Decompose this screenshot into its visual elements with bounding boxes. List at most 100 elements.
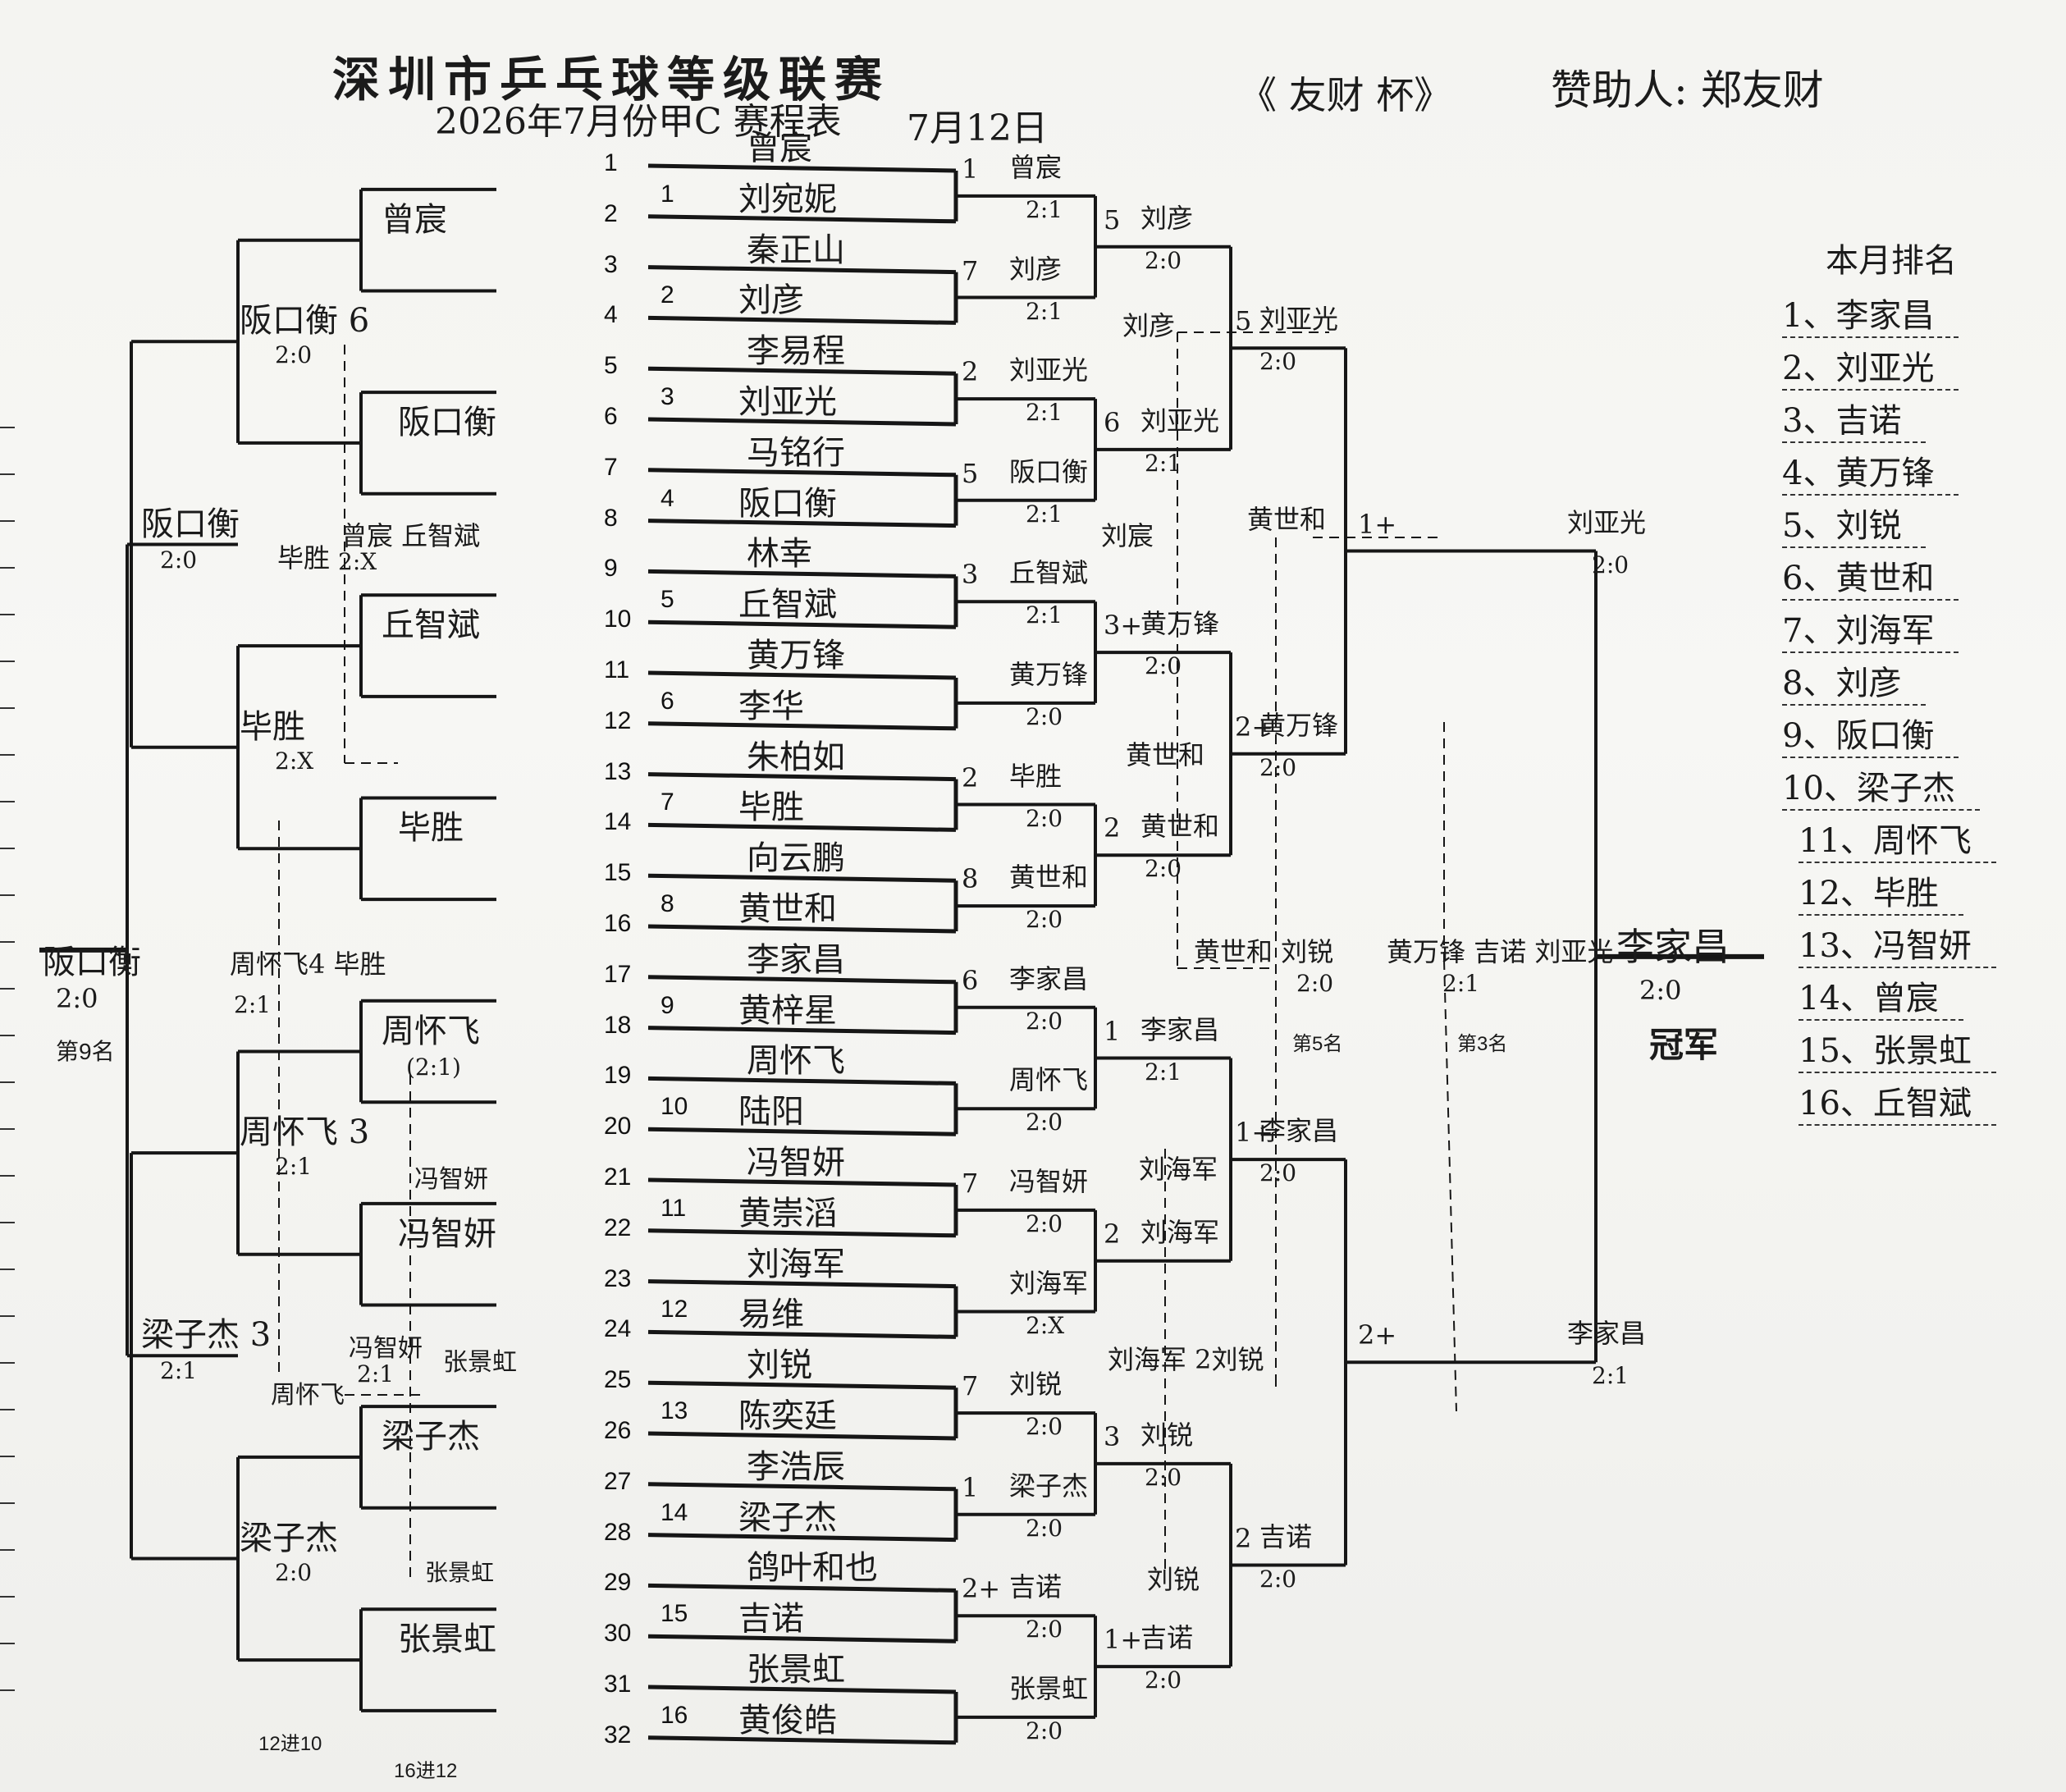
left-r2-winner: 梁子杰 [240,1519,338,1557]
ninth-place-score: 2:0 [56,983,98,1014]
left-r1-winner: 丘智斌 [382,606,480,645]
entrant-name: 刘海军 [747,1245,845,1283]
round-seed: 8 [962,863,979,895]
bracket-line [647,569,957,578]
margin-tick [0,941,15,943]
left-note: 16进12 [394,1760,458,1782]
page-subtitle: 2026年7月份甲C 赛程表 [435,101,842,143]
entrant-name: 易维 [738,1296,804,1334]
ranking-item: 13、冯智妍 [1799,919,1996,968]
champion-label: 冠军 [1649,1026,1719,1064]
left-r1-winner: 曾宸 [382,200,447,239]
left-r1-winner: 阪口衡 [398,403,496,441]
ranking-item: 1、李家昌 [1782,289,1959,338]
entrant-name: 秦正山 [747,231,845,269]
round-winner: 毕胜 [1009,760,1063,792]
round-score: 2:1 [1026,601,1063,629]
round-score: 2:1 [1026,195,1063,223]
bracket-line [647,1127,957,1136]
bracket-line [647,619,957,629]
round-winner: 黄世和 [1140,811,1220,843]
margin-tick [0,1081,15,1083]
consolation-note: 黄世和 [1247,504,1327,535]
left-note: 冯智妍 [349,1334,423,1363]
round-score: 2:0 [1026,1209,1063,1237]
slot-number: 16 [604,910,632,937]
round-seed: 3 [1104,1420,1121,1452]
ranking-item: 11、周怀飞 [1799,814,1996,863]
left-note: 2:1 [357,1360,395,1387]
round-score: 2:1 [1145,1058,1182,1086]
bracket-line [647,1533,957,1543]
entrant-name: 鸽叶和也 [747,1549,878,1588]
left-note: 冯智妍 [414,1165,488,1194]
left-note: 张景虹 [443,1348,517,1377]
slot-number: 25 [604,1366,632,1394]
margin-tick [0,1409,15,1410]
entrant-name: 毕胜 [738,789,804,827]
left-note: 张景虹 [425,1559,495,1586]
slot-number: 32 [604,1721,632,1749]
left-r2-score: 2:1 [275,1153,313,1181]
consolation-note: 刘锐 [1147,1564,1200,1595]
round-winner: 刘彦 [1140,202,1194,234]
cup-name: 《 友财 杯》 [1239,73,1452,117]
margin-tick [0,1269,15,1270]
ninth-place-label: 第9名 [56,1039,115,1064]
round-score: 2:0 [1259,1159,1297,1187]
round-seed: 1 [962,1471,979,1503]
slot-number: 2 [604,199,618,227]
round-score: 2:0 [1026,702,1063,730]
round-winner: 黄万锋 [1259,709,1339,741]
round-winner: 梁子杰 [1009,1470,1089,1502]
round-score: 2:0 [1145,1666,1182,1694]
margin-tick [0,988,15,990]
left-r3-score: 2:0 [160,546,198,574]
entrant-name: 刘宛妮 [738,180,837,218]
bracket-line [647,417,957,427]
ranking-item: 15、张景虹 [1799,1024,1996,1073]
ranking-item: 3、吉诺 [1782,394,1927,443]
slot-number: 27 [604,1467,632,1495]
bracket-line [647,1177,957,1187]
entrant-seed: 1 [660,180,674,208]
round-score: 2:0 [1592,551,1629,578]
ranking-item: 16、丘智斌 [1799,1077,1996,1126]
entrant-name: 李家昌 [747,940,845,979]
round-seed: 7 [962,1167,979,1199]
bracket-line [647,265,957,275]
slot-number: 19 [604,1062,632,1090]
round-winner: 刘亚光 [1140,405,1220,437]
round-seed: 6 [962,964,979,996]
round-seed: 5 [962,457,979,489]
slot-number: 6 [604,403,618,430]
margin-tick [0,1222,15,1223]
slot-number: 17 [604,960,632,988]
slot-number: 9 [604,555,618,583]
entrant-name: 刘彦 [738,281,804,320]
slot-number: 5 [604,352,618,380]
round-seed: 2 [1104,1218,1121,1250]
round-seed: 2 [962,356,979,388]
margin-tick [0,473,15,475]
left-r1-winner: 周怀飞 [382,1012,480,1050]
round-winner: 李家昌 [1259,1115,1339,1147]
round-seed: 3 [962,559,979,591]
round-seed: 3+ [1104,610,1143,642]
round-seed: 5 [1104,203,1121,235]
margin-tick [0,614,15,615]
ninth-place-name: 阪口衡 [43,944,141,981]
bracket-line [647,670,957,680]
bracket-line [647,1583,957,1593]
bracket-line [647,1431,957,1441]
entrant-name: 阪口衡 [738,484,837,523]
round-score: 2:0 [1026,1514,1063,1542]
slot-number: 20 [604,1113,632,1141]
round-winner: 刘锐 [1009,1369,1063,1401]
round-seed: 2+ [1358,1319,1397,1351]
ranking-item: 7、刘海军 [1782,604,1959,653]
round-seed: 5 [1235,305,1252,337]
champion-name: 李家昌 [1616,925,1730,969]
third-place-names: 黄万锋 吉诺 刘亚光 [1387,936,1614,967]
slot-number: 12 [604,706,632,734]
